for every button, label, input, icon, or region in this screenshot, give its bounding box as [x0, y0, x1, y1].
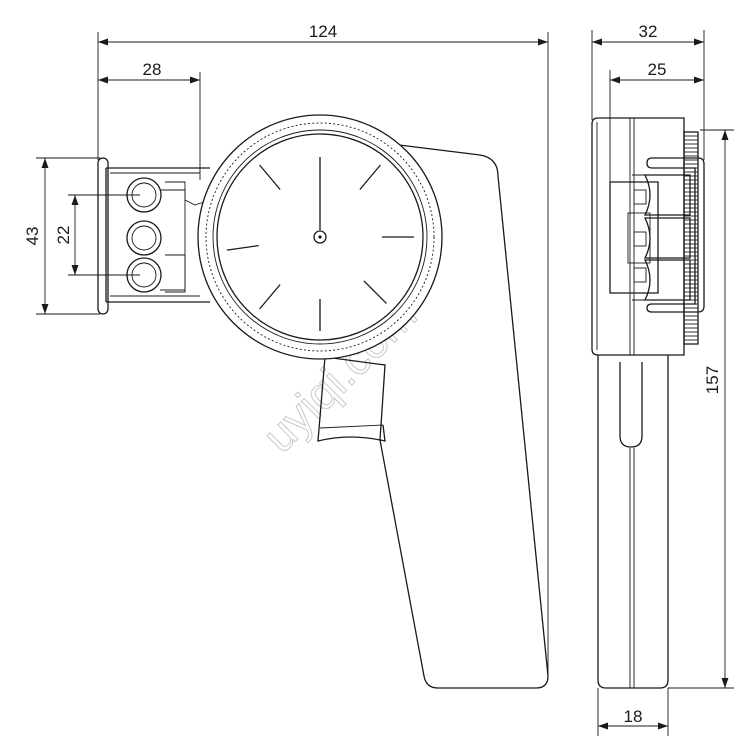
dim-head-offset: 28 — [143, 60, 162, 79]
side-handle — [597, 355, 669, 689]
side-trigger — [619, 362, 643, 448]
roller-bracket — [105, 167, 210, 303]
side-view — [591, 117, 705, 689]
side-roller-top — [643, 174, 691, 216]
side-dimensions: 32 25 157 18 — [591, 22, 734, 736]
dial-knurl — [684, 135, 698, 341]
dial-tick — [363, 280, 387, 304]
dial-ticks — [226, 164, 414, 331]
dial-tick — [359, 164, 381, 190]
side-roller-frame — [609, 181, 659, 294]
dial-gauge — [197, 114, 443, 360]
dim-side-inner-width: 25 — [648, 60, 667, 79]
front-view — [97, 114, 549, 689]
dial-edge — [683, 131, 699, 345]
dim-head-height: 43 — [23, 227, 42, 246]
guide-wire — [646, 157, 705, 313]
dim-handle-thickness: 18 — [624, 707, 643, 726]
dim-overall-height: 157 — [703, 366, 722, 394]
handle-body — [309, 133, 549, 689]
dim-overall-length: 124 — [309, 22, 337, 41]
roller-middle — [126, 220, 162, 256]
dim-roller-pitch: 22 — [54, 226, 73, 245]
dim-side-width: 32 — [639, 22, 658, 41]
side-housing — [591, 117, 685, 356]
bracket-inner — [110, 172, 200, 297]
dial-tick — [259, 164, 281, 190]
dial-tick — [259, 284, 281, 310]
dial-tick — [226, 244, 259, 251]
side-roller-bottom — [643, 259, 691, 301]
side-roller-middle — [643, 217, 691, 259]
trigger — [317, 356, 386, 442]
needle-hub — [313, 230, 327, 244]
bracket-clip — [165, 181, 211, 293]
guide-rail — [97, 157, 109, 315]
trigger-edge — [319, 424, 384, 429]
front-dimensions: 124 28 43 22 — [23, 22, 549, 676]
